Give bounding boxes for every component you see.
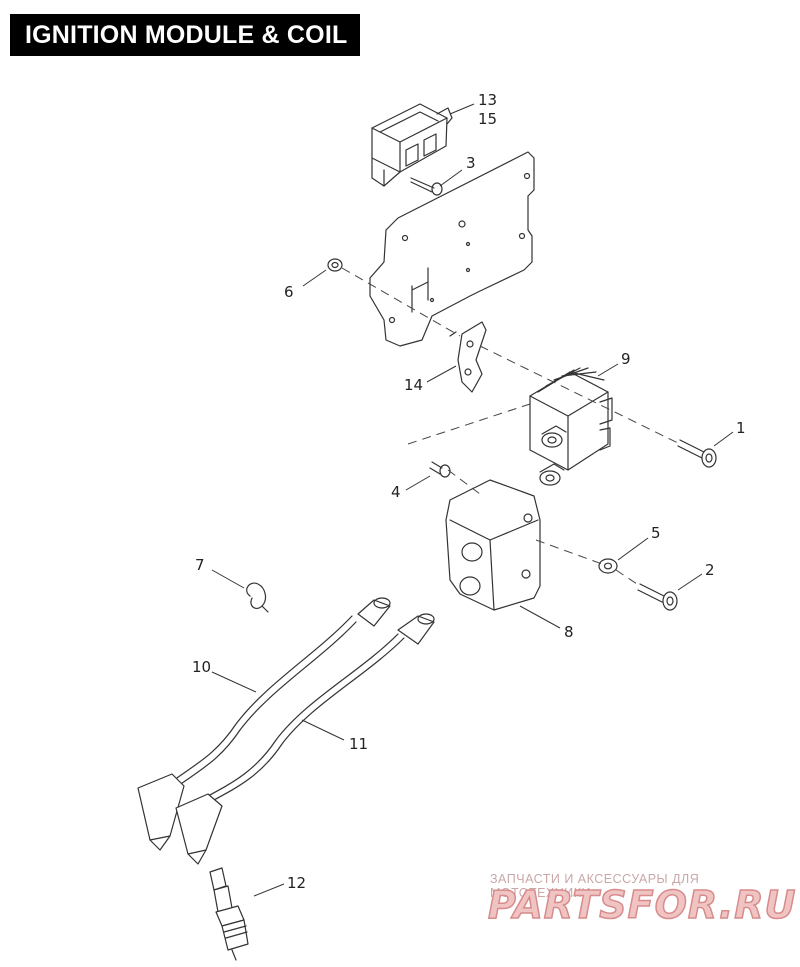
callouts: 13 15 3 6 9 14 1 4 5 2 8 7 10 11 12 (192, 91, 746, 892)
callout-14: 14 (404, 376, 423, 394)
ignition-module-part (371, 103, 453, 187)
nut-part-6 (327, 258, 343, 272)
callout-12: 12 (287, 874, 306, 892)
bolt-part-2 (637, 583, 678, 611)
callout-6: 6 (284, 283, 294, 301)
callout-3: 3 (466, 154, 476, 172)
watermark-logo: PARTSFOR.RU (487, 882, 797, 928)
mounting-plate (369, 151, 535, 347)
page-title: IGNITION MODULE & COIL (10, 14, 360, 56)
spark-plug-wire-part-10 (137, 597, 391, 851)
screw-part-3 (410, 177, 443, 196)
callout-13: 13 (478, 91, 497, 109)
callout-1: 1 (736, 419, 746, 437)
clip-part-7 (246, 582, 269, 613)
callout-5: 5 (651, 524, 661, 542)
callout-7: 7 (195, 556, 205, 574)
callout-2: 2 (705, 561, 715, 579)
screw-part-4 (429, 461, 451, 478)
bolt-part-1 (677, 439, 717, 468)
bracket-part-14 (449, 321, 487, 393)
washer-part-5 (598, 558, 618, 574)
callout-9: 9 (621, 350, 631, 368)
coil-cover-part-8 (445, 479, 541, 611)
callout-10: 10 (192, 658, 211, 676)
spark-plug-part-12 (209, 867, 249, 961)
ignition-coil-part-9 (529, 367, 613, 486)
callout-11: 11 (349, 735, 368, 753)
callout-4: 4 (391, 483, 401, 501)
callout-8: 8 (564, 623, 574, 641)
callout-15: 15 (478, 110, 497, 128)
watermark-caption: ЗАПЧАСТИ И АКСЕССУАРЫ ДЛЯ МОТОТЕХНИКИ (490, 872, 700, 900)
spark-plug-wire-part-11 (175, 613, 435, 865)
